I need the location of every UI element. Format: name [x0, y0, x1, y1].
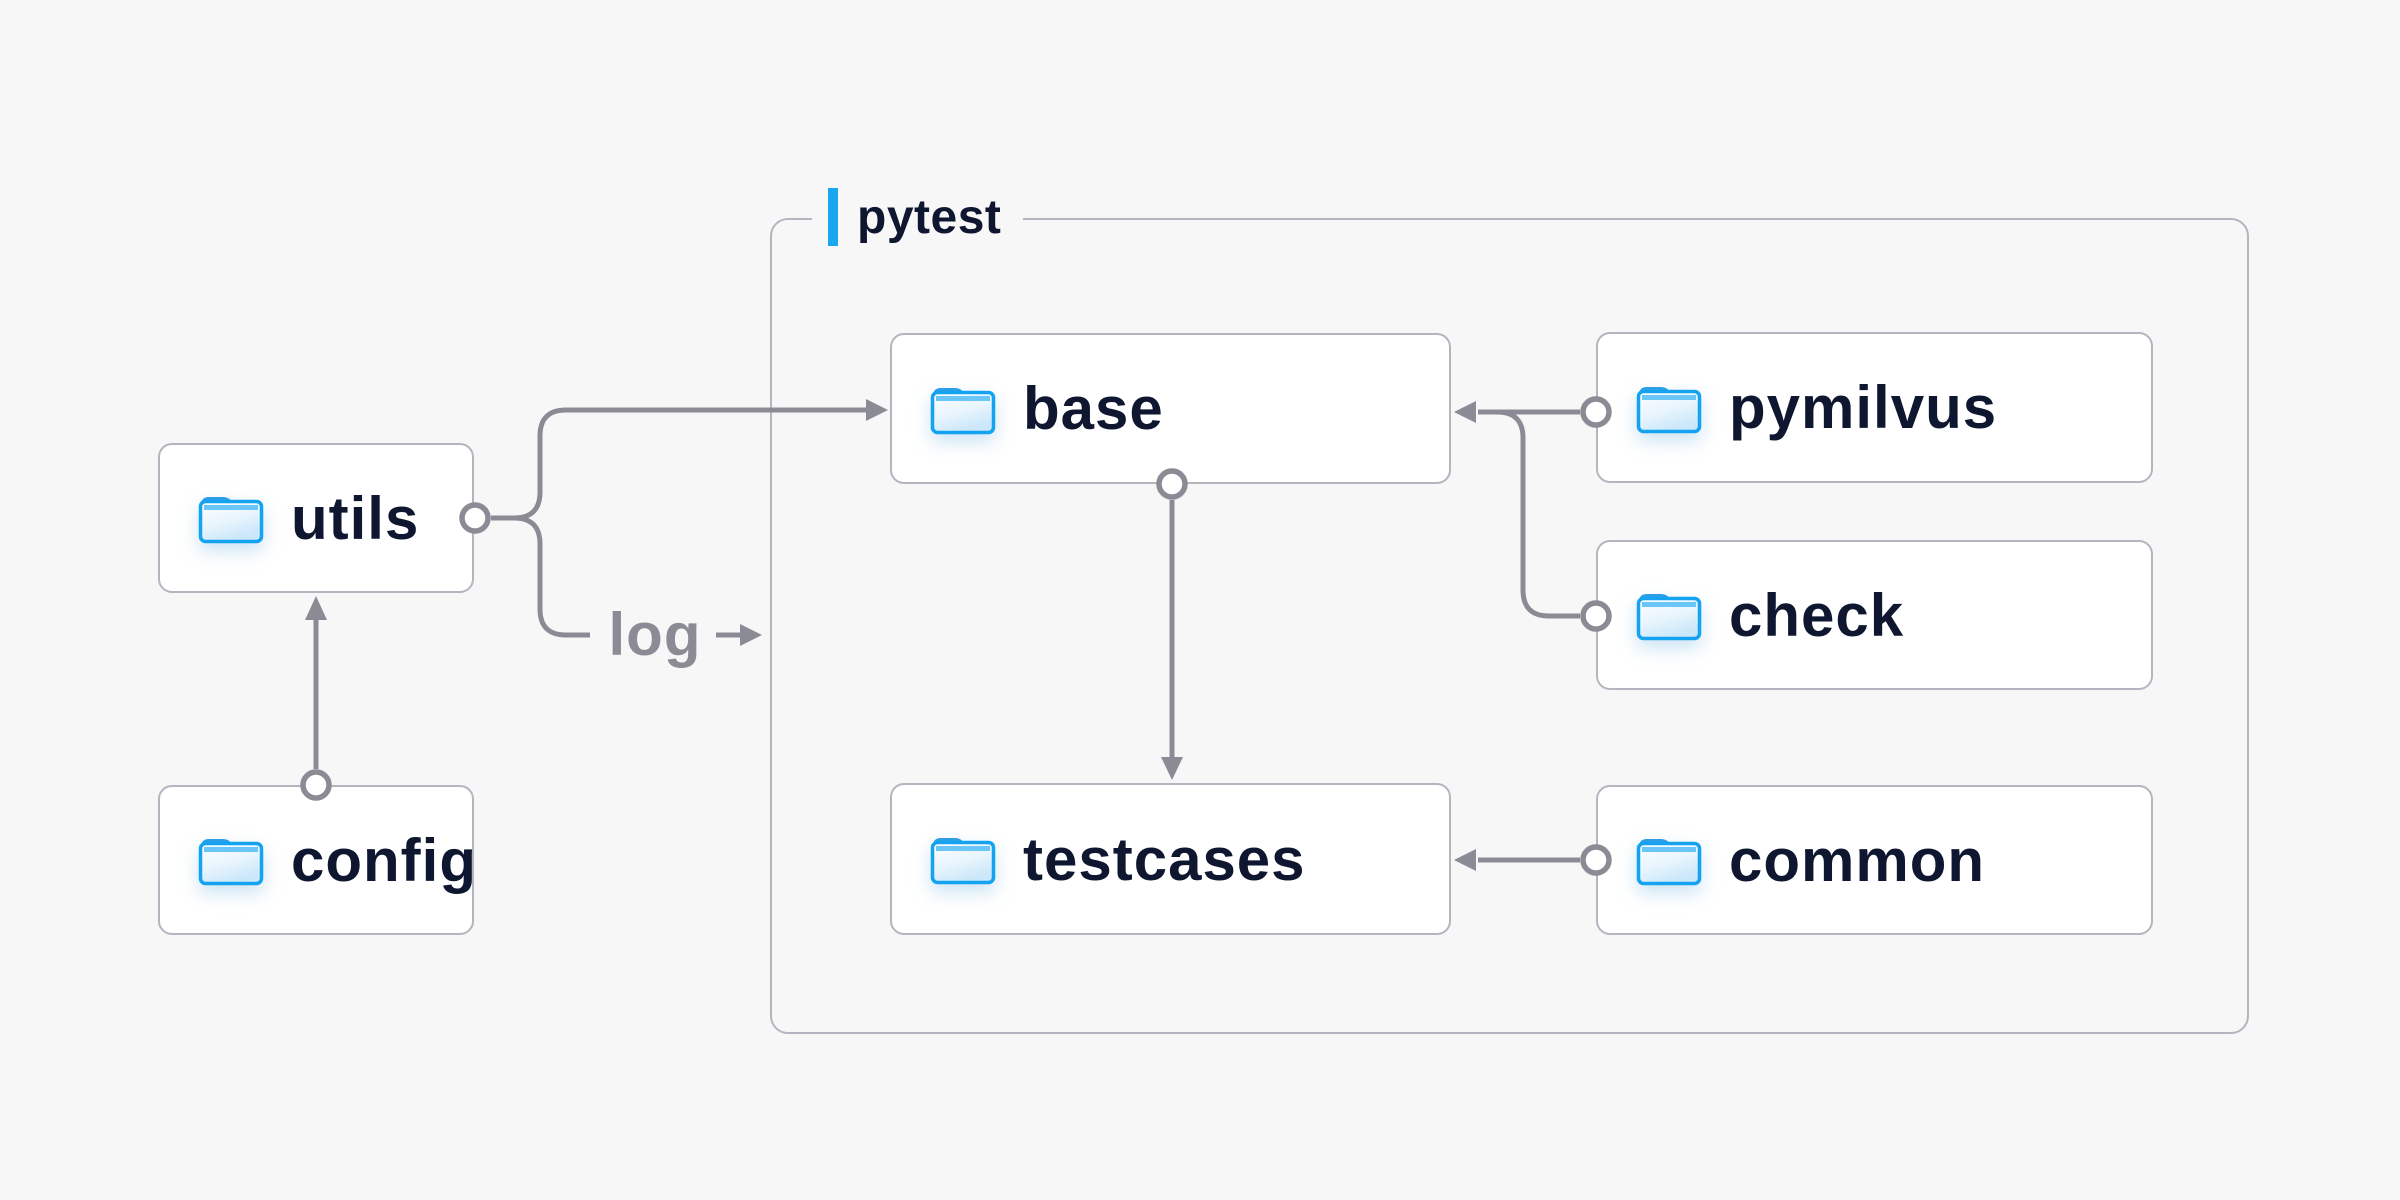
folder-icon: [1636, 839, 1702, 886]
folder-icon: [1636, 594, 1702, 641]
node-base: base: [890, 333, 1451, 484]
node-label: check: [1729, 581, 1905, 649]
pytest-group-box: [770, 218, 2249, 1034]
node-utils: utils: [158, 443, 474, 593]
edge-label-log: log: [608, 601, 702, 668]
node-check: check: [1596, 540, 2153, 690]
node-label: config: [291, 826, 477, 894]
node-label: base: [1023, 375, 1164, 442]
node-pymilvus: pymilvus: [1596, 332, 2153, 483]
edge-config-to-utils: [305, 596, 327, 769]
group-title: pytest: [857, 190, 1002, 244]
folder-icon: [930, 387, 996, 434]
node-label: utils: [291, 484, 420, 552]
node-label: pymilvus: [1729, 374, 1998, 441]
accent-bar: [828, 188, 838, 246]
pytest-group-label: pytest: [812, 186, 1024, 248]
folder-icon: [930, 838, 996, 885]
node-config: config: [158, 785, 477, 935]
folder-icon: [198, 497, 264, 544]
folder-icon: [198, 839, 264, 886]
folder-icon: [1636, 386, 1702, 433]
node-label: common: [1729, 826, 1986, 894]
node-label: testcases: [1023, 825, 1306, 893]
node-common: common: [1596, 785, 2153, 935]
node-testcases: testcases: [890, 783, 1451, 935]
